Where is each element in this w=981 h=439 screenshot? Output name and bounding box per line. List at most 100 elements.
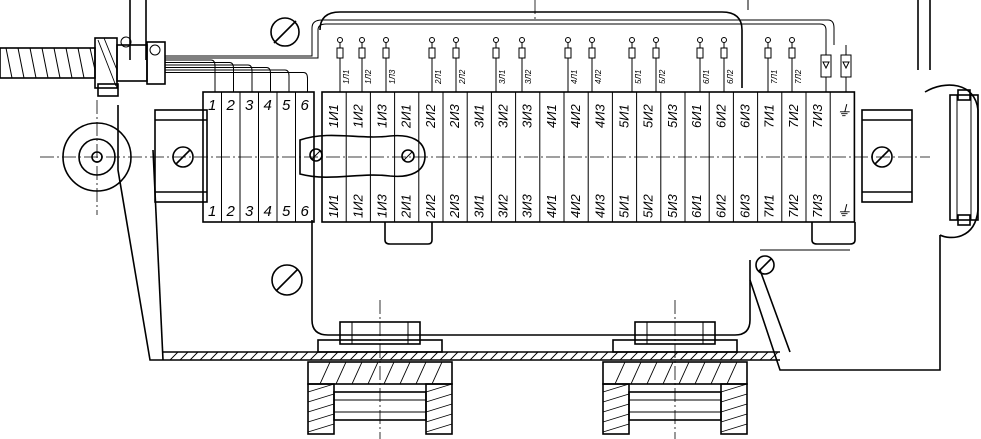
terminal-bottom-label: 1И1 bbox=[326, 194, 341, 218]
wall-hatch-line bbox=[769, 351, 779, 361]
wire bbox=[165, 64, 253, 92]
resistor-label: 7Л2 bbox=[794, 69, 803, 84]
wall-hatch-line bbox=[469, 351, 479, 361]
wall-hatch-line bbox=[449, 351, 459, 361]
wall-hatch-line bbox=[409, 351, 419, 361]
wall-hatch-line bbox=[599, 351, 609, 361]
wall-hatch-line bbox=[719, 351, 729, 361]
wall-hatch-line bbox=[439, 351, 449, 361]
resistor-label: 3Л2 bbox=[524, 69, 533, 84]
terminal-bottom-label: 7И1 bbox=[762, 194, 777, 218]
terminal-top-label: 4И3 bbox=[592, 103, 607, 128]
wall-hatch-line bbox=[379, 351, 389, 361]
terminal-block: 1122334455661И11И11И21И21И31И32И12И12И22… bbox=[202, 91, 856, 223]
wall-hatch-line bbox=[669, 351, 679, 361]
wall-hatch-line bbox=[329, 351, 339, 361]
wall-hatch-line bbox=[649, 351, 659, 361]
resistor-label: 4Л1 bbox=[570, 70, 579, 84]
left-terminal-bottom-label: 2 bbox=[226, 203, 236, 220]
wall-hatch-line bbox=[279, 351, 289, 361]
inner-cover bbox=[311, 0, 850, 336]
wall-hatch-line bbox=[459, 351, 469, 361]
resistor-body bbox=[788, 47, 796, 59]
wall-hatch-line bbox=[619, 351, 629, 361]
terminal-bottom-label: 6И2 bbox=[713, 193, 728, 218]
terminal-top-label: 6И1 bbox=[689, 104, 704, 128]
left-terminal-top-label: 2 bbox=[226, 97, 236, 114]
left-terminal-top-label: 4 bbox=[264, 97, 272, 114]
resistor-cap bbox=[589, 37, 595, 43]
terminal-top-label: 1И2 bbox=[350, 103, 365, 128]
terminal-top-label: 1И3 bbox=[375, 103, 390, 128]
wall-hatch-line bbox=[749, 351, 759, 361]
resistor-label: 1Л3 bbox=[388, 69, 397, 84]
resistor-label: 5Л2 bbox=[658, 69, 667, 84]
resistor-cap bbox=[429, 37, 435, 43]
wall-hatch-line bbox=[419, 351, 429, 361]
resistor-body bbox=[628, 47, 636, 59]
terminal-top-label: 7И3 bbox=[810, 103, 825, 128]
terminal-top-label: 5И2 bbox=[641, 103, 656, 128]
wire bbox=[165, 59, 216, 92]
terminal-top-label: 5И3 bbox=[665, 103, 680, 128]
wall-hatch-line bbox=[489, 351, 499, 361]
ground-symbol-top: ⏚ bbox=[836, 103, 851, 120]
left-terminal-top-label: 1 bbox=[208, 97, 216, 114]
screw-bottom-left bbox=[271, 264, 303, 296]
bottom-cable-gland bbox=[602, 321, 748, 435]
diode-symbol bbox=[822, 61, 830, 70]
wall-hatch-line bbox=[559, 351, 569, 361]
left-terminal-bottom-label: 3 bbox=[245, 203, 254, 220]
terminal-top-label: 6И2 bbox=[713, 103, 728, 128]
wall-hatch-line bbox=[549, 351, 559, 361]
terminal-bottom-label: 4И3 bbox=[592, 193, 607, 218]
left-terminal-bottom-label: 4 bbox=[264, 203, 272, 220]
wall-hatch-line bbox=[319, 351, 329, 361]
resistor-cap bbox=[721, 37, 727, 43]
wall-hatch-line bbox=[519, 351, 529, 361]
terminal-bottom-label: 3И1 bbox=[471, 194, 486, 218]
wall-hatch-line bbox=[659, 351, 669, 361]
wall-hatch-line bbox=[759, 351, 769, 361]
wall-hatch-line bbox=[629, 351, 639, 361]
bottom-cable-glands bbox=[307, 321, 748, 435]
ground-symbol-bottom: ⏚ bbox=[836, 203, 851, 220]
terminal-bottom-label: 5И3 bbox=[665, 193, 680, 218]
diode-symbol bbox=[842, 61, 850, 70]
terminal-top-label: 7И2 bbox=[786, 103, 801, 128]
resistor-cap bbox=[565, 37, 571, 43]
cable-clamps bbox=[384, 222, 856, 245]
wall-hatch-line bbox=[359, 351, 369, 361]
wall-hatch-line bbox=[169, 351, 179, 361]
wall-hatch-line bbox=[739, 351, 749, 361]
wall-hatch-line bbox=[249, 351, 259, 361]
wall-hatch-line bbox=[349, 351, 359, 361]
wall-hatch-line bbox=[269, 351, 279, 361]
wall-hatch-line bbox=[689, 351, 699, 361]
terminal-bottom-label: 2И2 bbox=[423, 193, 438, 219]
wall-hatch-line bbox=[639, 351, 649, 361]
terminal-top-label: 7И1 bbox=[762, 104, 777, 128]
terminal-top-label: 2И1 bbox=[399, 104, 414, 129]
terminal-top-label: 4И2 bbox=[568, 103, 583, 128]
resistor-label: 1Л2 bbox=[364, 69, 373, 84]
wall-hatch-line bbox=[429, 351, 439, 361]
resistor-cap bbox=[383, 37, 389, 43]
cover-screws bbox=[172, 17, 893, 296]
terminal-bottom-label: 7И2 bbox=[786, 193, 801, 218]
wall-hatch-line bbox=[179, 351, 189, 361]
terminal-bottom-label: 4И1 bbox=[544, 194, 559, 218]
wall-hatch-line bbox=[579, 351, 589, 361]
terminal-top-label: 6И3 bbox=[738, 103, 753, 128]
resistor-label: 2Л1 bbox=[434, 70, 443, 85]
wall-hatch-line bbox=[389, 351, 399, 361]
wall-hatch-line bbox=[569, 351, 579, 361]
wall-hatch-line bbox=[479, 351, 489, 361]
screw-rail-left bbox=[172, 146, 194, 168]
resistor-label: 5Л1 bbox=[634, 70, 643, 84]
wall-hatch-line bbox=[209, 351, 219, 361]
terminal-top-label: 2И3 bbox=[447, 103, 462, 129]
resistor-cap bbox=[629, 37, 635, 43]
resistor-label: 6Л2 bbox=[726, 69, 735, 84]
wall-hatch-line bbox=[369, 351, 379, 361]
